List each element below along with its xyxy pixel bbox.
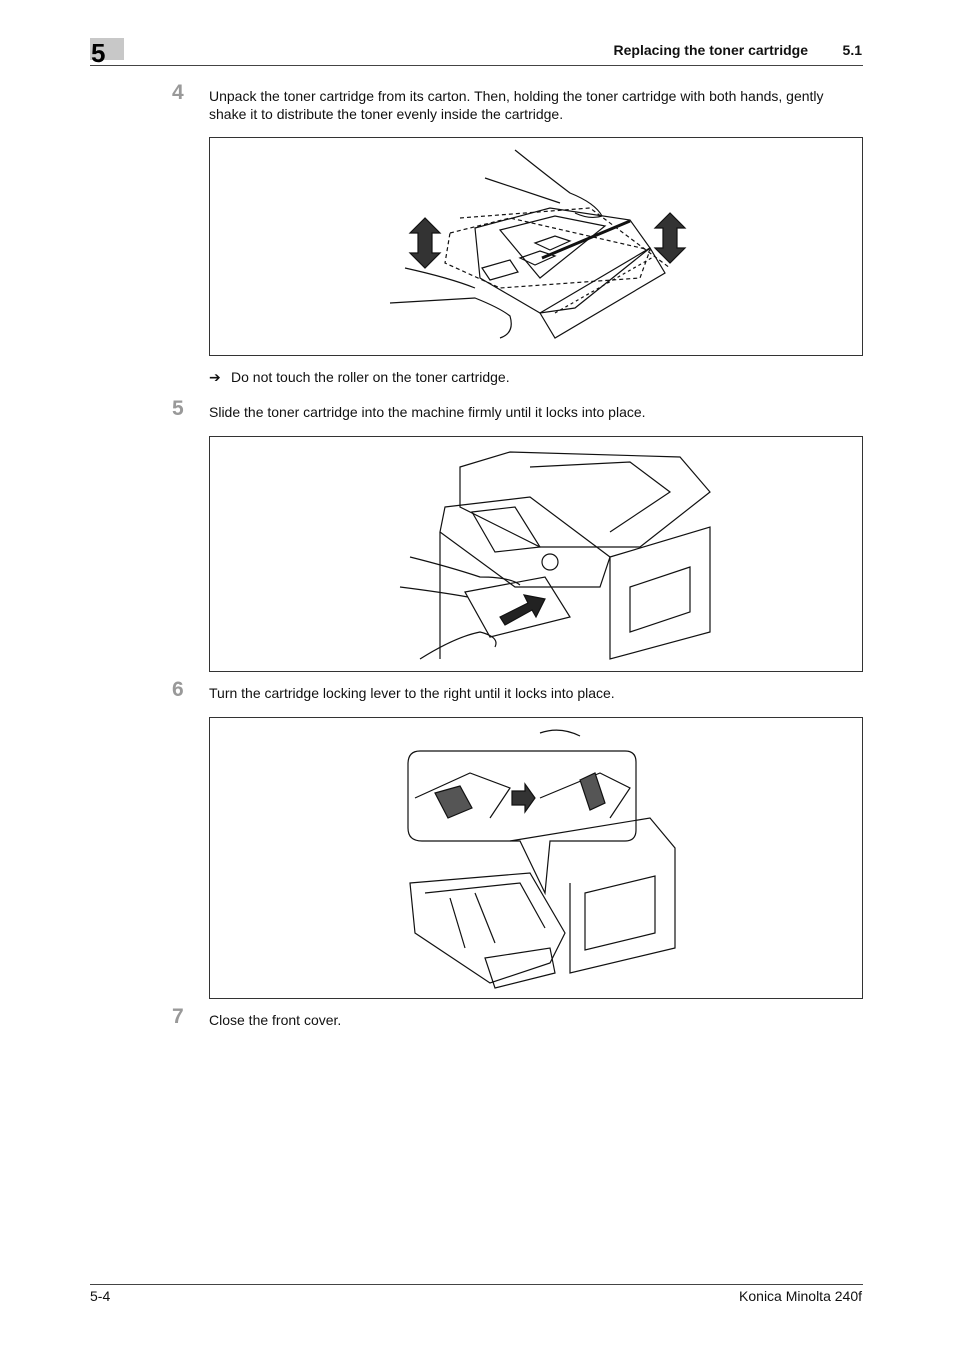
note-text: Do not touch the roller on the toner car…	[231, 369, 510, 385]
chapter-number: 5	[91, 38, 106, 68]
section-title: Replacing the toner cartridge	[613, 42, 808, 58]
figure-locking-lever	[209, 717, 863, 999]
step-text: Slide the toner cartridge into the machi…	[209, 404, 646, 420]
caution-note: ➔ Do not touch the roller on the toner ca…	[209, 368, 510, 386]
step-text: Unpack the toner cartridge from its cart…	[209, 88, 824, 122]
page-number: 5-4	[90, 1288, 111, 1304]
product-name: Konica Minolta 240f	[739, 1288, 862, 1304]
step-number: 7	[172, 1005, 184, 1028]
step-number: 4	[172, 81, 184, 104]
arrow-right-icon: ➔	[209, 369, 221, 385]
section-number: 5.1	[842, 42, 862, 58]
step-text: Close the front cover.	[209, 1012, 342, 1028]
locking-lever-illustration	[407, 729, 676, 989]
step-text: Turn the cartridge locking lever to the …	[209, 685, 615, 701]
chapter-tab	[90, 38, 124, 60]
figure-insert-cartridge	[209, 436, 863, 672]
footer-divider	[90, 1284, 863, 1285]
insert-cartridge-illustration	[399, 451, 711, 660]
shake-cartridge-illustration	[389, 149, 687, 339]
step-number: 5	[172, 397, 184, 420]
step-number: 6	[172, 678, 184, 701]
header-divider	[90, 65, 863, 66]
figure-shake-cartridge	[209, 137, 863, 356]
